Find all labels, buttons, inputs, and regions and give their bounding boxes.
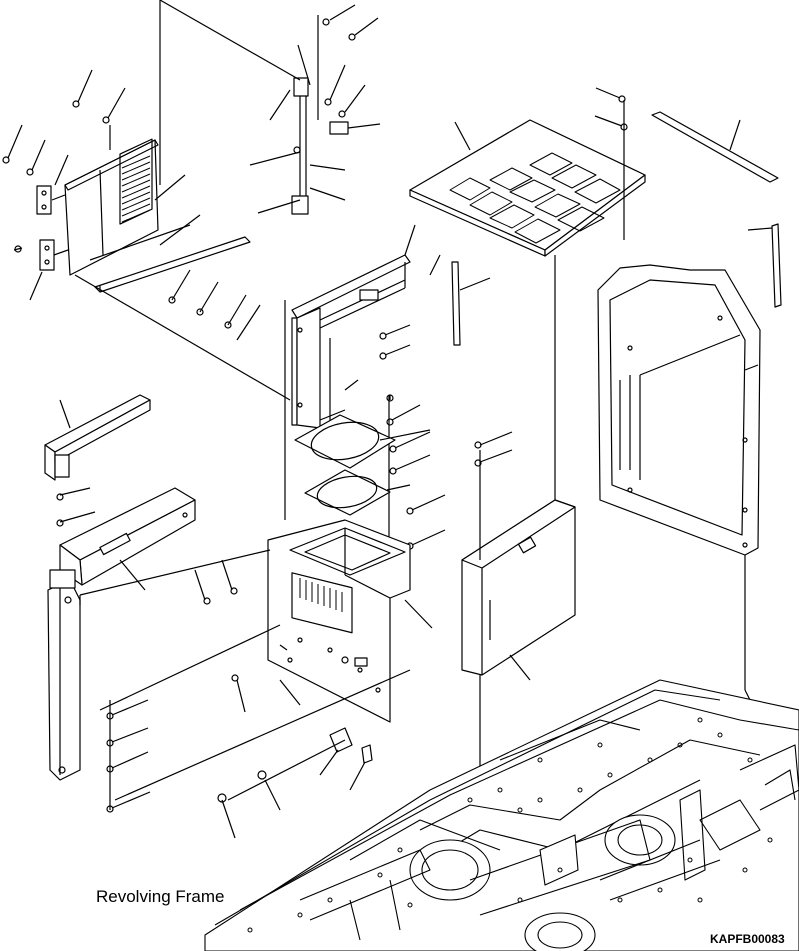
perforated-panels	[450, 153, 620, 243]
left-column	[48, 570, 80, 780]
revolving-frame	[205, 680, 799, 951]
gasket-lower	[305, 470, 410, 515]
side-cover	[462, 432, 575, 860]
seal-strips	[652, 112, 781, 307]
grille-slots	[122, 156, 150, 222]
column-bolts	[107, 700, 150, 812]
diagram-code: KAPFB00083	[710, 932, 785, 946]
door-frame	[555, 255, 770, 740]
floor-plate-bolts	[595, 88, 627, 240]
center-upper-frame	[75, 225, 440, 520]
frame-holes	[248, 718, 772, 932]
hinge-bracket	[160, 0, 380, 214]
box-bolts	[195, 560, 287, 712]
center-bolts	[380, 325, 445, 549]
bolts-topleft	[3, 70, 260, 340]
small-brackets	[218, 728, 372, 838]
left-top-beam	[45, 395, 150, 526]
grille-panel	[37, 139, 158, 275]
left-lower-beam	[60, 488, 195, 590]
floor-plate	[410, 120, 645, 256]
gasket-upper	[295, 415, 430, 468]
diagram-caption: Revolving Frame	[96, 887, 225, 906]
vent-slots	[300, 578, 342, 612]
center-box	[80, 520, 432, 800]
side-strip	[452, 262, 490, 345]
